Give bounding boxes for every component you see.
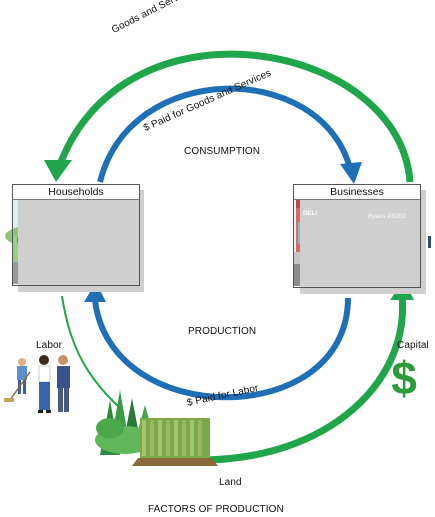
consumption-label: CONSUMPTION xyxy=(184,146,261,157)
land-label: Land xyxy=(219,477,242,488)
paid-labor-arrow xyxy=(92,297,351,401)
factors-of-production-label: FACTORS OF PRODUCTION xyxy=(148,504,284,515)
capital-label: Capital xyxy=(397,340,429,351)
paid-labor-arrowhead xyxy=(84,282,106,302)
paid-goods-arrowhead xyxy=(340,162,362,184)
labor-label: Labor xyxy=(36,340,63,351)
households-title: Households xyxy=(13,185,139,200)
production-label: PRODUCTION xyxy=(188,326,257,337)
factors-link-line xyxy=(61,295,121,409)
paid-goods-arrow xyxy=(97,85,353,183)
households-shadow xyxy=(18,190,144,292)
labor-illustration xyxy=(4,355,70,413)
households-box: Households xyxy=(12,184,140,286)
video-sign: Ryans VIDEO xyxy=(368,214,407,220)
goods-services-arrowhead xyxy=(44,160,72,182)
factors-arrow xyxy=(199,295,407,464)
businesses-shadow xyxy=(300,190,426,294)
land-illustration xyxy=(95,390,218,466)
businesses-title: Businesses xyxy=(294,185,420,200)
capital-dollar-icon: $ xyxy=(391,352,417,404)
goods-services-arrow xyxy=(54,50,414,183)
businesses-box: Businesses xyxy=(293,184,421,288)
deli-sign: DELI xyxy=(303,211,318,217)
